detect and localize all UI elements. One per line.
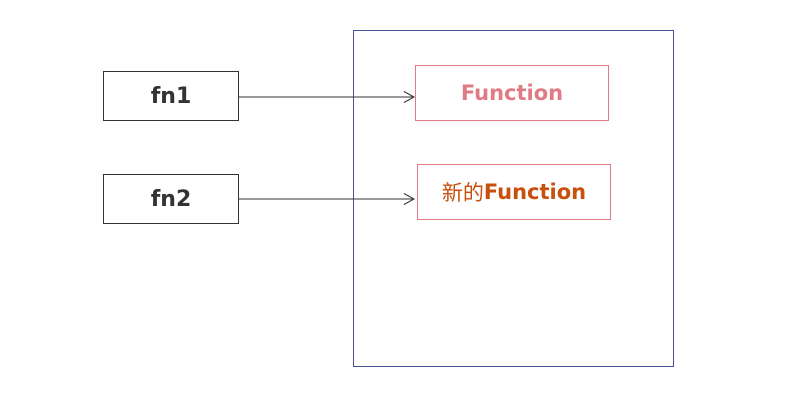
new-function-label: Function xyxy=(483,180,587,204)
arrow-fn1-to-function xyxy=(239,91,416,103)
function-label: Function xyxy=(460,81,564,105)
new-function-prefix: 新的 xyxy=(441,181,484,205)
function-box: Function xyxy=(415,65,609,121)
variable-fn1-label: fn1 xyxy=(150,83,192,109)
variable-fn2-box: fn2 xyxy=(103,174,239,224)
variable-fn1-box: fn1 xyxy=(103,71,239,121)
arrow-fn2-to-new-function xyxy=(239,193,416,205)
variable-fn2-label: fn2 xyxy=(150,186,192,212)
